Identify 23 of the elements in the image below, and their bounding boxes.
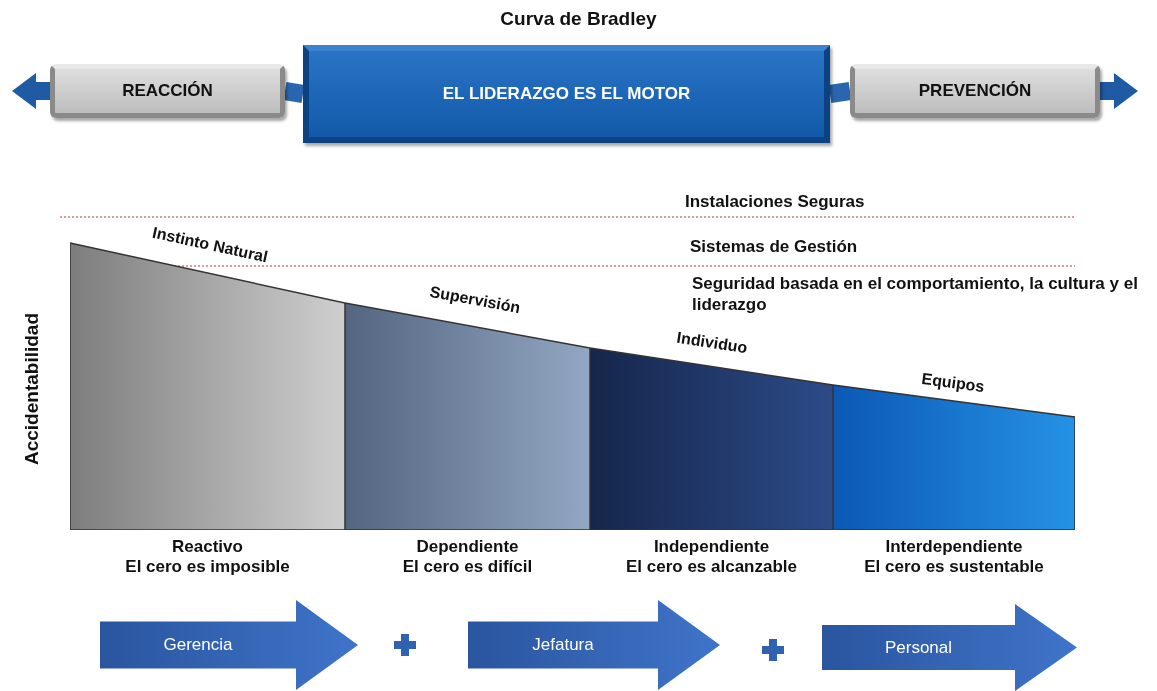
banner: EL LIDERAZGO ES EL MOTOR <box>303 45 830 143</box>
banner: PREVENCIÓN <box>850 64 1100 118</box>
level-label: Seguridad basada en el comportamiento, la cultura y el liderazgo <box>692 274 1138 314</box>
stage-caption: El cero es difícil <box>402 557 533 576</box>
stage-caption: Dependiente <box>416 537 519 556</box>
arrow-label: Personal <box>883 636 954 659</box>
stage-caption: Interdependiente <box>885 537 1023 556</box>
axis-label: Accidentabilidad <box>21 313 42 465</box>
stage-caption: Independiente <box>653 537 770 556</box>
arrow-label: Jefatura <box>531 634 595 656</box>
stage-caption: El cero es imposible <box>125 557 290 576</box>
stage-caption: Reactivo <box>172 537 243 556</box>
stage-label: Equipos <box>919 368 987 398</box>
stage-caption: El cero es sustentable <box>864 557 1044 576</box>
stage-label: Supervisión <box>427 281 523 319</box>
level-label: Instalaciones Seguras <box>685 192 865 211</box>
stage-label: Individuo <box>674 327 750 359</box>
stage-caption: El cero es alcanzable <box>625 557 797 576</box>
level-label: Sistemas de Gestión <box>690 237 858 256</box>
title: Curva de Bradley <box>500 8 657 29</box>
banner: REACCIÓN <box>50 64 285 118</box>
arrow-label: Gerencia <box>162 634 234 656</box>
stage-label: Instinto Natural <box>149 222 271 268</box>
